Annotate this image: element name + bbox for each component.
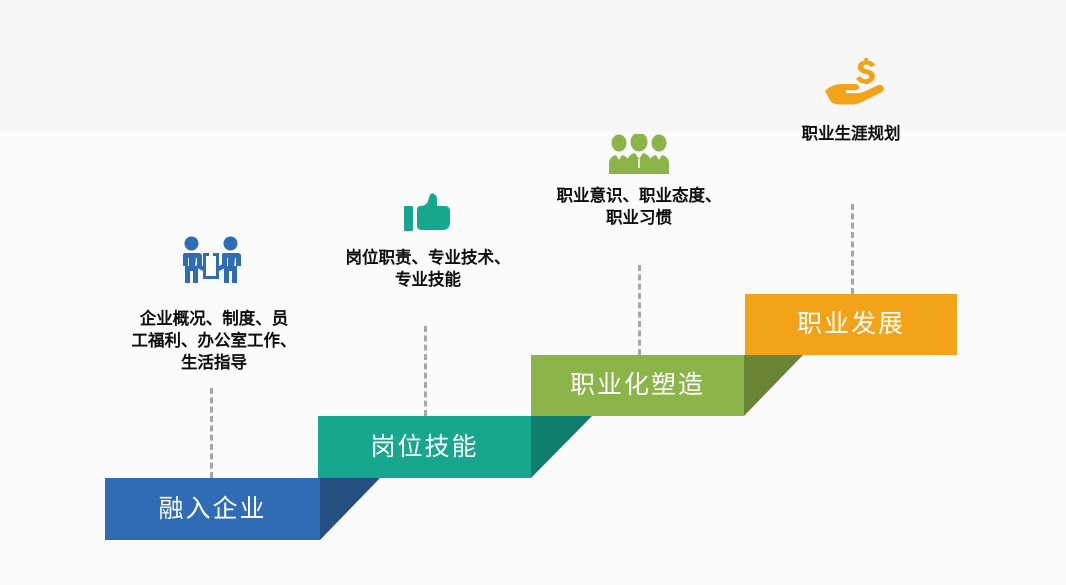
step-1-caption: 企业概况、制度、员 工福利、办公室工作、 生活指导	[131, 310, 297, 372]
step-1-label: 融入企业	[158, 494, 267, 523]
step-2-riser	[531, 416, 592, 478]
step-4-caption: 职业生涯规划	[801, 125, 901, 143]
two-people-carrying-box-icon	[176, 236, 246, 292]
step-1-riser	[320, 478, 380, 540]
step-4-connector	[851, 204, 854, 294]
step-2-block[interactable]: 岗位技能	[318, 416, 531, 478]
background-band	[0, 0, 1066, 132]
step-3-riser	[744, 355, 803, 416]
three-people-group-icon	[608, 134, 670, 174]
step-3-label: 职业化塑造	[569, 371, 705, 399]
step-3-caption: 职业意识、职业态度、 职业习惯	[556, 187, 722, 227]
step-1-connector	[210, 388, 213, 478]
step-4-block[interactable]: 职业发展	[745, 294, 957, 355]
step-2-caption: 岗位职责、专业技术、 专业技能	[345, 249, 511, 289]
step-4-label: 职业发展	[796, 310, 905, 338]
thumbs-up-icon	[404, 193, 452, 233]
step-2-connector	[424, 326, 427, 416]
step-3-connector	[638, 265, 641, 355]
step-1-block[interactable]: 融入企业	[105, 478, 320, 540]
step-3-block[interactable]: 职业化塑造	[531, 355, 744, 416]
hand-holding-money-icon	[825, 58, 893, 106]
step-2-label: 岗位技能	[370, 432, 479, 461]
